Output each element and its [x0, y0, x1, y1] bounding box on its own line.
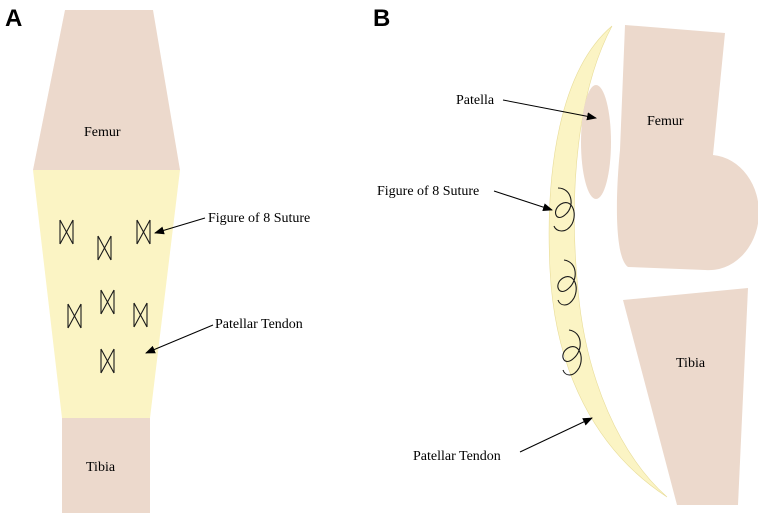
suture-mark: [67, 303, 82, 329]
panel-b-tendon-label: Patellar Tendon: [413, 449, 501, 464]
panel-b-femur: [616, 25, 758, 271]
panel-b-tibia-label: Tibia: [676, 356, 706, 371]
panel-b-femur-label: Femur: [647, 114, 684, 129]
panel-b-letter: B: [373, 5, 390, 32]
panel-b-patella-arrow: [502, 99, 597, 121]
panel-a-suture-label: Figure of 8 Suture: [208, 211, 310, 226]
panel-a-letter: A: [5, 5, 22, 32]
panel-a-femur: [33, 10, 180, 170]
panel-b: B Femur Tibia Patella Figure of 8 Suture…: [373, 5, 758, 505]
panel-b-patella-label: Patella: [456, 93, 495, 108]
panel-a-tendon-arrow: [145, 324, 214, 354]
suture-mark: [59, 219, 74, 245]
panel-a-femur-label: Femur: [84, 125, 121, 140]
panel-a: A Femur Tibia: [5, 5, 310, 513]
suture-mark: [97, 235, 112, 261]
suture-mark: [100, 289, 115, 315]
panel-a-suture-arrow: [154, 217, 206, 235]
panel-b-patella: [581, 85, 611, 199]
suture-loop: [553, 187, 575, 232]
suture-mark: [100, 348, 115, 374]
panel-b-suture-arrow: [493, 190, 553, 211]
panel-a-sutures: [59, 219, 151, 374]
panel-b-suture-label: Figure of 8 Suture: [377, 184, 479, 199]
panel-b-sutures: [553, 187, 582, 376]
suture-mark: [133, 302, 148, 328]
suture-mark: [136, 219, 151, 245]
panel-b-tibia: [623, 288, 748, 505]
panel-a-tibia-label: Tibia: [86, 460, 116, 475]
panel-b-patellar-tendon: [548, 25, 668, 498]
panel-a-tendon-label: Patellar Tendon: [215, 317, 303, 332]
panel-a-patellar-tendon: [33, 170, 180, 418]
panel-a-tibia: [62, 418, 150, 513]
suture-loop: [557, 259, 577, 306]
panel-b-tendon-arrow: [519, 417, 593, 453]
suture-loop: [562, 329, 582, 376]
